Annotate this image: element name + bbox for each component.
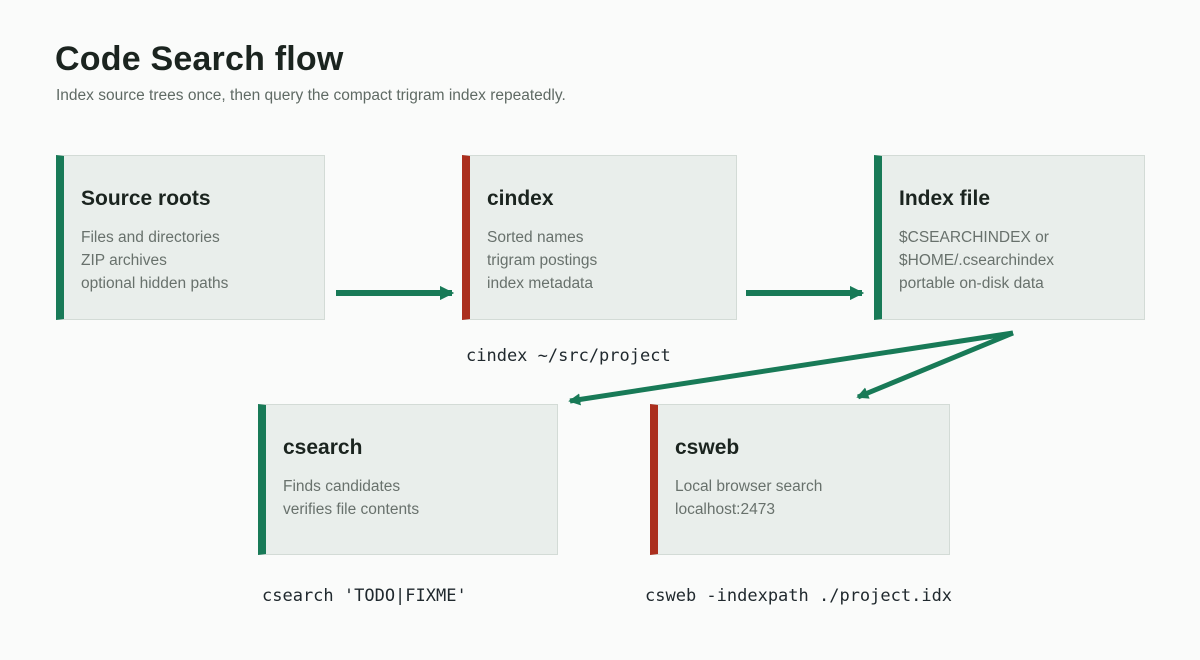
node-line: localhost:2473 [675,501,775,518]
command-csweb: csweb -indexpath ./project.idx [645,586,953,606]
arrow-indexfile-to-csweb [856,330,1014,400]
node-title: Index file [899,187,991,210]
node-line: Finds candidates [283,478,401,495]
node-csweb: csweb Local browser search localhost:247… [650,404,950,555]
node-title: csearch [283,436,363,459]
node-index-file: Index file $CSEARCHINDEX or $HOME/.csear… [874,155,1145,320]
node-title: cindex [487,187,554,210]
page-title: Code Search flow [55,40,344,78]
node-line: portable on-disk data [899,275,1044,292]
node-title: csweb [675,436,740,459]
node-line: ZIP archives [81,252,167,269]
node-csearch: csearch Finds candidates verifies file c… [258,404,558,555]
node-line: trigram postings [487,252,598,269]
node-line: Files and directories [81,229,220,246]
node-title: Source roots [81,187,211,210]
node-source-roots: Source roots Files and directories ZIP a… [56,155,325,320]
node-cindex: cindex Sorted names trigram postings ind… [462,155,737,320]
arrow-indexfile-to-csearch [568,330,1014,406]
command-cindex: cindex ~/src/project [466,346,671,366]
node-line: $HOME/.csearchindex [899,252,1055,269]
command-csearch: csearch 'TODO|FIXME' [262,586,467,606]
node-line: Sorted names [487,229,584,246]
page-subtitle: Index source trees once, then query the … [56,87,566,104]
node-line: verifies file contents [283,501,420,518]
node-line: Local browser search [675,478,823,495]
node-line: $CSEARCHINDEX or [899,229,1049,246]
node-line: index metadata [487,275,593,292]
node-line: optional hidden paths [81,275,229,292]
